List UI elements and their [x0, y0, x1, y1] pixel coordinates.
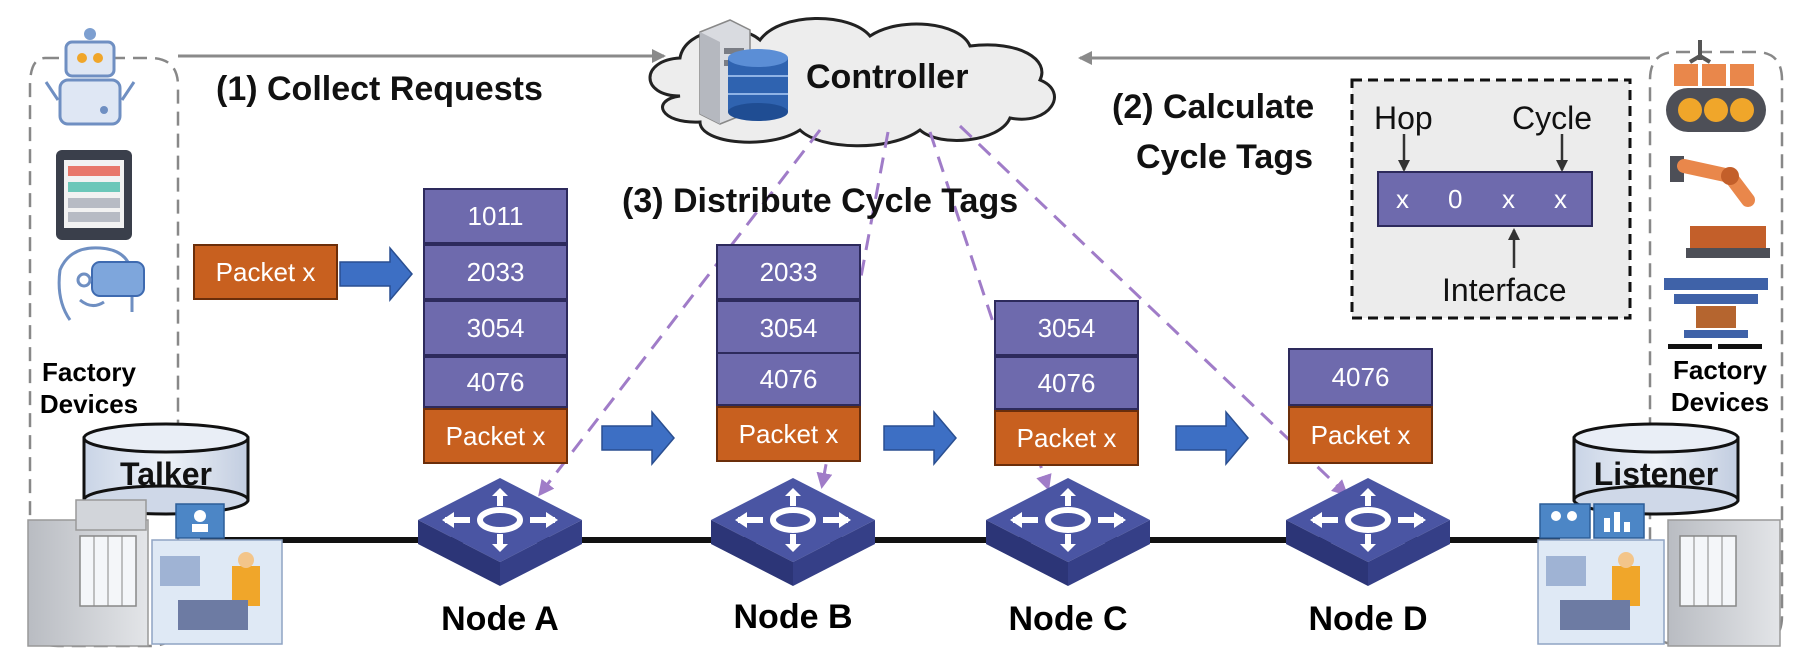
listener-devices-label-line1: Factory — [1673, 355, 1767, 385]
industrial-robot-icon — [1670, 156, 1770, 258]
node-b-packet: Packet x — [716, 406, 861, 462]
talker-device-group-border — [28, 56, 180, 648]
switch-node-a-icon — [418, 478, 582, 586]
node-c-packet: Packet x — [994, 410, 1139, 466]
legend-digit-4: x — [1554, 184, 1567, 214]
robot-icon — [44, 28, 136, 126]
node-a-packet: Packet x — [423, 408, 568, 464]
node-b-tag-3: 4076 — [716, 352, 861, 406]
node-b-tag-1: 2033 — [716, 244, 861, 300]
node-a-tag-3: 3054 — [423, 300, 568, 356]
step-calculate-line2: Cycle Tags — [1136, 138, 1314, 176]
node-b-tag-2: 3054 — [716, 300, 861, 356]
listener-label: Listener — [1593, 456, 1719, 492]
controller-label: Controller — [806, 58, 969, 96]
talker-label: Talker — [120, 456, 212, 492]
distribute-arrow-d — [958, 124, 1349, 497]
machine-press-icon — [1664, 278, 1768, 349]
forward-arrow-source — [339, 245, 413, 303]
node-d-packet: Packet x — [1288, 406, 1433, 464]
tablet-icon — [56, 150, 132, 240]
node-b-label: Node B — [733, 598, 853, 636]
listener-devices-label-line2: Devices — [1670, 387, 1770, 417]
node-d-label: Node D — [1308, 600, 1428, 638]
node-a-label: Node A — [441, 600, 559, 638]
legend-digit-1: x — [1396, 184, 1409, 214]
talker-factory-icon — [27, 499, 283, 647]
forward-arrow-ab — [601, 409, 675, 467]
node-c-tag-2: 4076 — [994, 356, 1139, 410]
node-a-tag-4: 4076 — [423, 356, 568, 408]
robot-arm-conveyor-icon — [1666, 40, 1766, 132]
legend-digit-2: 0 — [1448, 184, 1463, 214]
tag-format-legend-box — [1350, 78, 1632, 320]
step-distribute-label: (3) Distribute Cycle Tags — [622, 182, 1019, 220]
listener-factory-icon — [1537, 503, 1781, 647]
step-calculate-line1: (2) Calculate — [1112, 88, 1315, 126]
legend-cycle-label: Cycle — [1512, 100, 1593, 136]
forward-arrow-bc — [883, 409, 957, 467]
legend-hop-label: Hop — [1374, 100, 1433, 136]
switch-node-d-icon — [1286, 478, 1450, 586]
talker-devices-label-line2: Devices — [39, 389, 139, 419]
node-c-label: Node C — [1008, 600, 1128, 638]
node-c-tag-1: 3054 — [994, 300, 1139, 356]
database-icon — [728, 49, 788, 121]
talker-cylinder-icon — [82, 422, 250, 516]
talker-devices-label-line1: Factory — [42, 357, 136, 387]
step-collect-label: (1) Collect Requests — [216, 70, 543, 108]
source-packet: Packet x — [193, 244, 338, 300]
forward-arrow-cd — [1175, 409, 1249, 467]
vr-headset-icon — [57, 246, 145, 321]
node-d-tag-1: 4076 — [1288, 348, 1433, 406]
listener-device-group-border — [1648, 50, 1784, 646]
switch-node-c-icon — [986, 478, 1150, 586]
node-a-tag-2: 2033 — [423, 244, 568, 300]
node-a-tag-1: 1011 — [423, 188, 568, 244]
switch-node-b-icon — [711, 478, 875, 586]
listener-cylinder-icon — [1572, 422, 1740, 516]
legend-digit-3: x — [1502, 184, 1515, 214]
legend-interface-label: Interface — [1442, 272, 1567, 308]
